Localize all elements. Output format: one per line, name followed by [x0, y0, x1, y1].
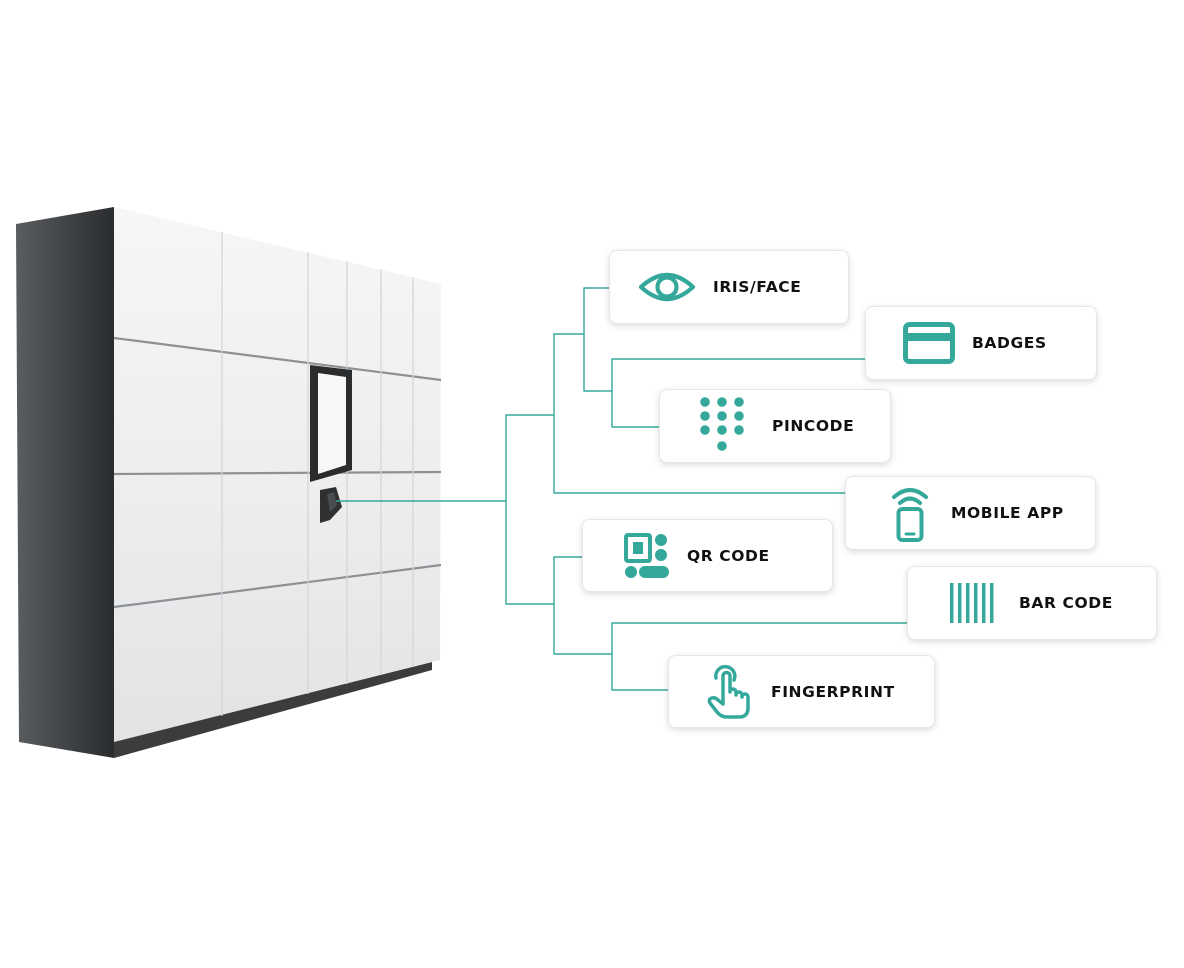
method-card-qr-code: QR CODE: [582, 519, 833, 592]
locker-side-panel: [16, 207, 114, 758]
method-label-badges: BADGES: [972, 334, 1047, 352]
method-label-mobile-app: MOBILE APP: [951, 504, 1064, 522]
locker-screen: [310, 365, 352, 482]
method-card-iris-face: IRIS/FACE: [609, 250, 849, 324]
locker-front: [114, 207, 441, 742]
credit-card-icon: [903, 322, 955, 364]
connector-lines: [336, 287, 908, 691]
locker-base: [114, 662, 432, 758]
method-card-mobile-app: MOBILE APP: [845, 476, 1096, 550]
method-card-fingerprint: FINGERPRINT: [668, 655, 935, 728]
locker-reader: [320, 487, 342, 523]
qr-code-icon: [624, 532, 669, 578]
method-label-pincode: PINCODE: [772, 417, 855, 435]
eye-icon: [638, 273, 696, 301]
locker-unit: [16, 207, 442, 758]
barcode-icon: [950, 583, 994, 623]
method-label-bar-code: BAR CODE: [1019, 594, 1113, 612]
method-card-badges: BADGES: [865, 306, 1097, 380]
method-label-iris-face: IRIS/FACE: [713, 278, 802, 296]
method-card-bar-code: BAR CODE: [907, 566, 1157, 640]
tap-hand-icon: [707, 664, 750, 719]
method-label-fingerprint: FINGERPRINT: [771, 682, 895, 701]
method-card-pincode: PINCODE: [659, 389, 891, 463]
keypad-icon: [700, 397, 744, 451]
method-label-qr-code: QR CODE: [687, 546, 770, 565]
smartphone-wifi-icon: [892, 488, 928, 542]
locker-door-seams: [113, 336, 442, 609]
